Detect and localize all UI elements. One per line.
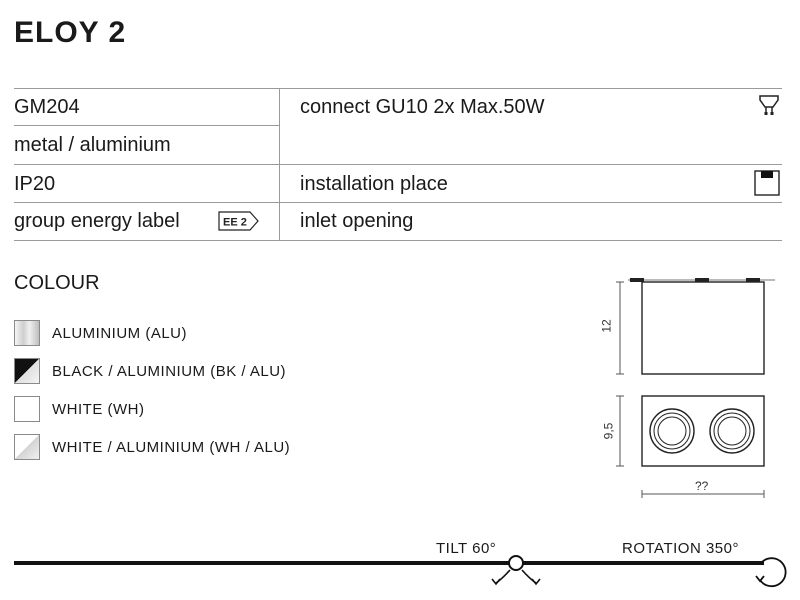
- tilt-label: TILT 60°: [436, 540, 497, 557]
- swatch-white: [14, 396, 40, 422]
- ip-rating: IP20: [14, 173, 56, 195]
- product-title: ELOY 2: [14, 16, 127, 49]
- tilt-icon: [486, 553, 546, 593]
- side-view-drawing: [600, 272, 780, 382]
- colour-heading: COLOUR: [14, 272, 100, 294]
- product-code: GM204: [14, 96, 80, 118]
- energy-badge-text: EE 2: [223, 217, 247, 229]
- installation-place: installation place: [300, 173, 448, 195]
- swatch-white-aluminium: [14, 434, 40, 460]
- top-view-drawing: [600, 392, 780, 502]
- installation-place-icon: [754, 170, 780, 196]
- energy-label-text: group energy label: [14, 210, 180, 232]
- table-rule-3: [14, 202, 782, 203]
- inlet-opening: inlet opening: [300, 210, 414, 232]
- swatch-aluminium: [14, 320, 40, 346]
- height-dimension: 12: [599, 319, 614, 333]
- colour-option-label: BLACK / ALUMINIUM (BK / ALU): [52, 363, 287, 380]
- table-divider: [279, 88, 280, 240]
- colour-option-label: WHITE / ALUMINIUM (WH / ALU): [52, 439, 291, 456]
- table-rule-top: [14, 88, 782, 89]
- connect-spec: connect GU10 2x Max.50W: [300, 96, 545, 118]
- depth-dimension: 9,5: [601, 422, 616, 440]
- swatch-black-aluminium: [14, 358, 40, 384]
- bulb-gu10-icon: [758, 94, 780, 118]
- table-rule-bottom: [14, 240, 782, 241]
- table-rule-2: [14, 164, 782, 165]
- width-dimension: ??: [695, 479, 709, 493]
- motion-bar: [14, 561, 764, 565]
- rotation-icon: [748, 550, 788, 590]
- table-rule-left-1: [14, 125, 279, 126]
- colour-option-label: ALUMINIUM (ALU): [52, 325, 188, 342]
- energy-label-icon: EE 2: [218, 211, 260, 231]
- rotation-label: ROTATION 350°: [622, 540, 739, 557]
- colour-option-label: WHITE (WH): [52, 401, 145, 418]
- material: metal / aluminium: [14, 134, 171, 156]
